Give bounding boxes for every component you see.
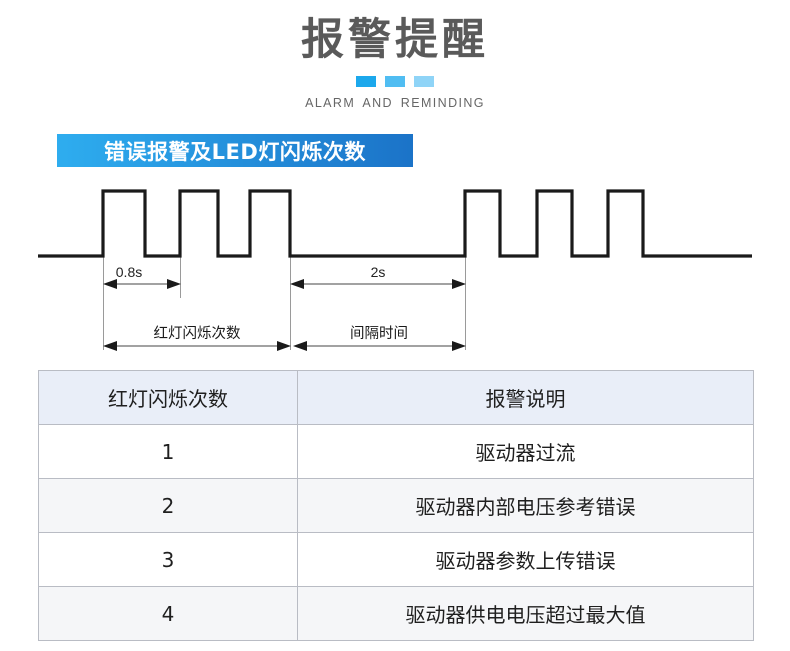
dimension-blink-group: 红灯闪烁次数	[103, 325, 291, 351]
table-cell-alarm-description: 驱动器供电电压超过最大值	[297, 586, 754, 641]
dimension-interval-group: 间隔时间	[293, 325, 466, 351]
dimension-label-interval-group: 间隔时间	[350, 325, 408, 342]
dimension-label-blink-group: 红灯闪烁次数	[154, 325, 241, 342]
decorative-square-row	[356, 76, 434, 87]
table-cell-alarm-description: 驱动器内部电压参考错误	[297, 478, 754, 533]
page-title: 报警提醒	[301, 15, 489, 65]
dimension-pulse-duration: 0.8s	[103, 264, 181, 289]
section-banner-label: 错误报警及LED灯闪烁次数	[104, 139, 366, 164]
table-header-row: 红灯闪烁次数 报警说明	[38, 370, 754, 425]
arrow-left-0-8s	[103, 279, 117, 289]
arrow-right-blink-group	[277, 341, 291, 351]
table-cell-blink-count: 1	[38, 424, 298, 479]
table-row: 1 驱动器过流	[38, 424, 754, 479]
decorative-square-3	[414, 76, 434, 87]
arrow-right-0-8s	[167, 279, 181, 289]
dimension-interval-duration: 2s	[290, 264, 466, 289]
arrow-left-interval-group	[293, 341, 307, 351]
dimension-label-interval-duration: 2s	[371, 264, 386, 280]
arrow-right-2s	[452, 279, 466, 289]
table-row: 3 驱动器参数上传错误	[38, 532, 754, 587]
table-row: 2 驱动器内部电压参考错误	[38, 478, 754, 533]
table-cell-blink-count: 3	[38, 532, 298, 587]
table-header-alarm-description: 报警说明	[297, 370, 754, 425]
table-row: 4 驱动器供电电压超过最大值	[38, 586, 754, 641]
waveform-diagram: 0.8s 2s 红灯闪烁次数 间隔时间	[0, 178, 790, 360]
arrow-left-2s	[290, 279, 304, 289]
arrow-left-blink-group	[103, 341, 117, 351]
table-cell-alarm-description: 驱动器过流	[297, 424, 754, 479]
page-header: 报警提醒 ALARM AND REMINDING	[0, 0, 790, 110]
table-header-blink-count: 红灯闪烁次数	[38, 370, 298, 425]
table-cell-blink-count: 2	[38, 478, 298, 533]
decorative-square-2	[385, 76, 405, 87]
arrow-right-interval-group	[452, 341, 466, 351]
table-cell-blink-count: 4	[38, 586, 298, 641]
alarm-table-container: 红灯闪烁次数 报警说明 1 驱动器过流 2 驱动器内部电压参考错误 3 驱动器参…	[38, 370, 754, 641]
waveform-guide-lines	[103, 256, 466, 350]
decorative-square-1	[356, 76, 376, 87]
dimension-label-pulse-duration: 0.8s	[116, 264, 142, 280]
alarm-table: 红灯闪烁次数 报警说明 1 驱动器过流 2 驱动器内部电压参考错误 3 驱动器参…	[38, 370, 754, 641]
table-cell-alarm-description: 驱动器参数上传错误	[297, 532, 754, 587]
page-subtitle: ALARM AND REMINDING	[305, 96, 485, 110]
section-banner: 错误报警及LED灯闪烁次数	[57, 134, 413, 167]
pulse-train-path	[38, 189, 752, 258]
